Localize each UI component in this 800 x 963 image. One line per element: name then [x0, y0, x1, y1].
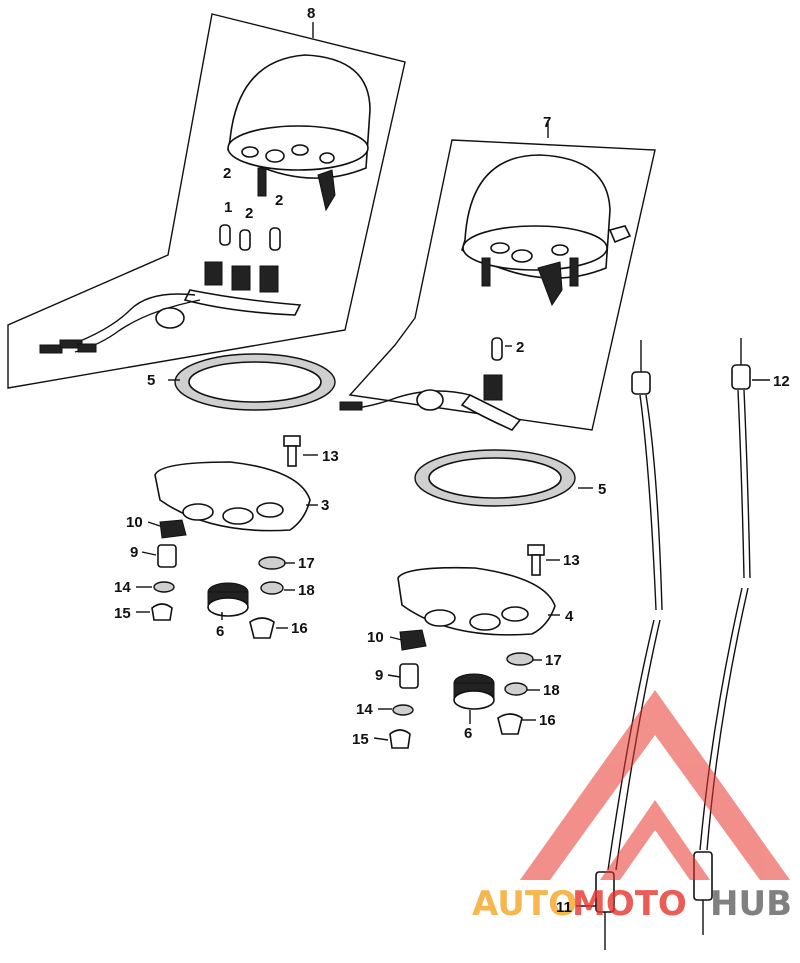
meter-housing-7 — [461, 154, 632, 307]
leader-lines — [136, 22, 770, 907]
label-part-4: 4 — [565, 608, 574, 625]
meter-housing-8 — [227, 54, 371, 212]
label-part-17-left: 17 — [298, 555, 315, 572]
bolt-13-left — [283, 435, 301, 467]
label-part-18-left: 18 — [298, 582, 315, 599]
label-part-10-right: 10 — [367, 629, 384, 646]
ring-5-left — [174, 353, 336, 411]
assembly-7-outline — [348, 139, 656, 431]
label-part-5-left: 5 — [147, 372, 155, 389]
label-part-18-right: 18 — [543, 682, 560, 699]
label-part-11: 11 — [556, 899, 572, 916]
label-part-7: 7 — [543, 114, 551, 131]
label-part-2a: 2 — [223, 165, 231, 182]
case-3 — [154, 461, 311, 532]
label-part-12: 12 — [773, 373, 790, 390]
watermark-text-auto: AUTO — [472, 884, 577, 924]
hardware-left — [151, 519, 286, 639]
case-4 — [397, 566, 556, 636]
label-part-15-right: 15 — [352, 731, 369, 748]
label-part-2c: 2 — [275, 192, 283, 209]
label-part-13-left: 13 — [322, 448, 339, 465]
label-part-10-left: 10 — [126, 514, 143, 531]
socket-harness-7 — [339, 337, 522, 431]
watermark-text-moto: MOTO — [572, 884, 687, 924]
label-part-14-left: 14 — [114, 579, 131, 596]
assembly-8-outline — [7, 13, 406, 389]
socket-harness-8 — [39, 261, 302, 354]
label-part-15-left: 15 — [114, 605, 131, 622]
label-part-3: 3 — [321, 497, 329, 514]
label-part-9-left: 9 — [130, 544, 138, 561]
label-part-2b: 2 — [245, 205, 253, 222]
bulbs-8 — [219, 224, 281, 251]
label-part-5-right: 5 — [598, 481, 606, 498]
label-part-16-right: 16 — [539, 712, 556, 729]
ring-5-right — [414, 449, 576, 507]
hardware-right — [389, 629, 534, 749]
bolt-13-right — [527, 544, 545, 576]
watermark-logo — [520, 690, 790, 880]
label-part-13-right: 13 — [563, 552, 580, 569]
label-part-1: 1 — [224, 199, 232, 216]
label-part-9-right: 9 — [375, 667, 383, 684]
label-part-14-right: 14 — [356, 701, 373, 718]
label-part-8: 8 — [307, 5, 315, 22]
label-part-17-right: 17 — [545, 652, 562, 669]
label-part-6-right: 6 — [464, 725, 472, 742]
label-part-6-left: 6 — [216, 623, 224, 640]
watermark-text-hub: HUB — [710, 884, 792, 924]
label-part-2d: 2 — [516, 339, 524, 356]
label-part-16-left: 16 — [291, 620, 308, 637]
